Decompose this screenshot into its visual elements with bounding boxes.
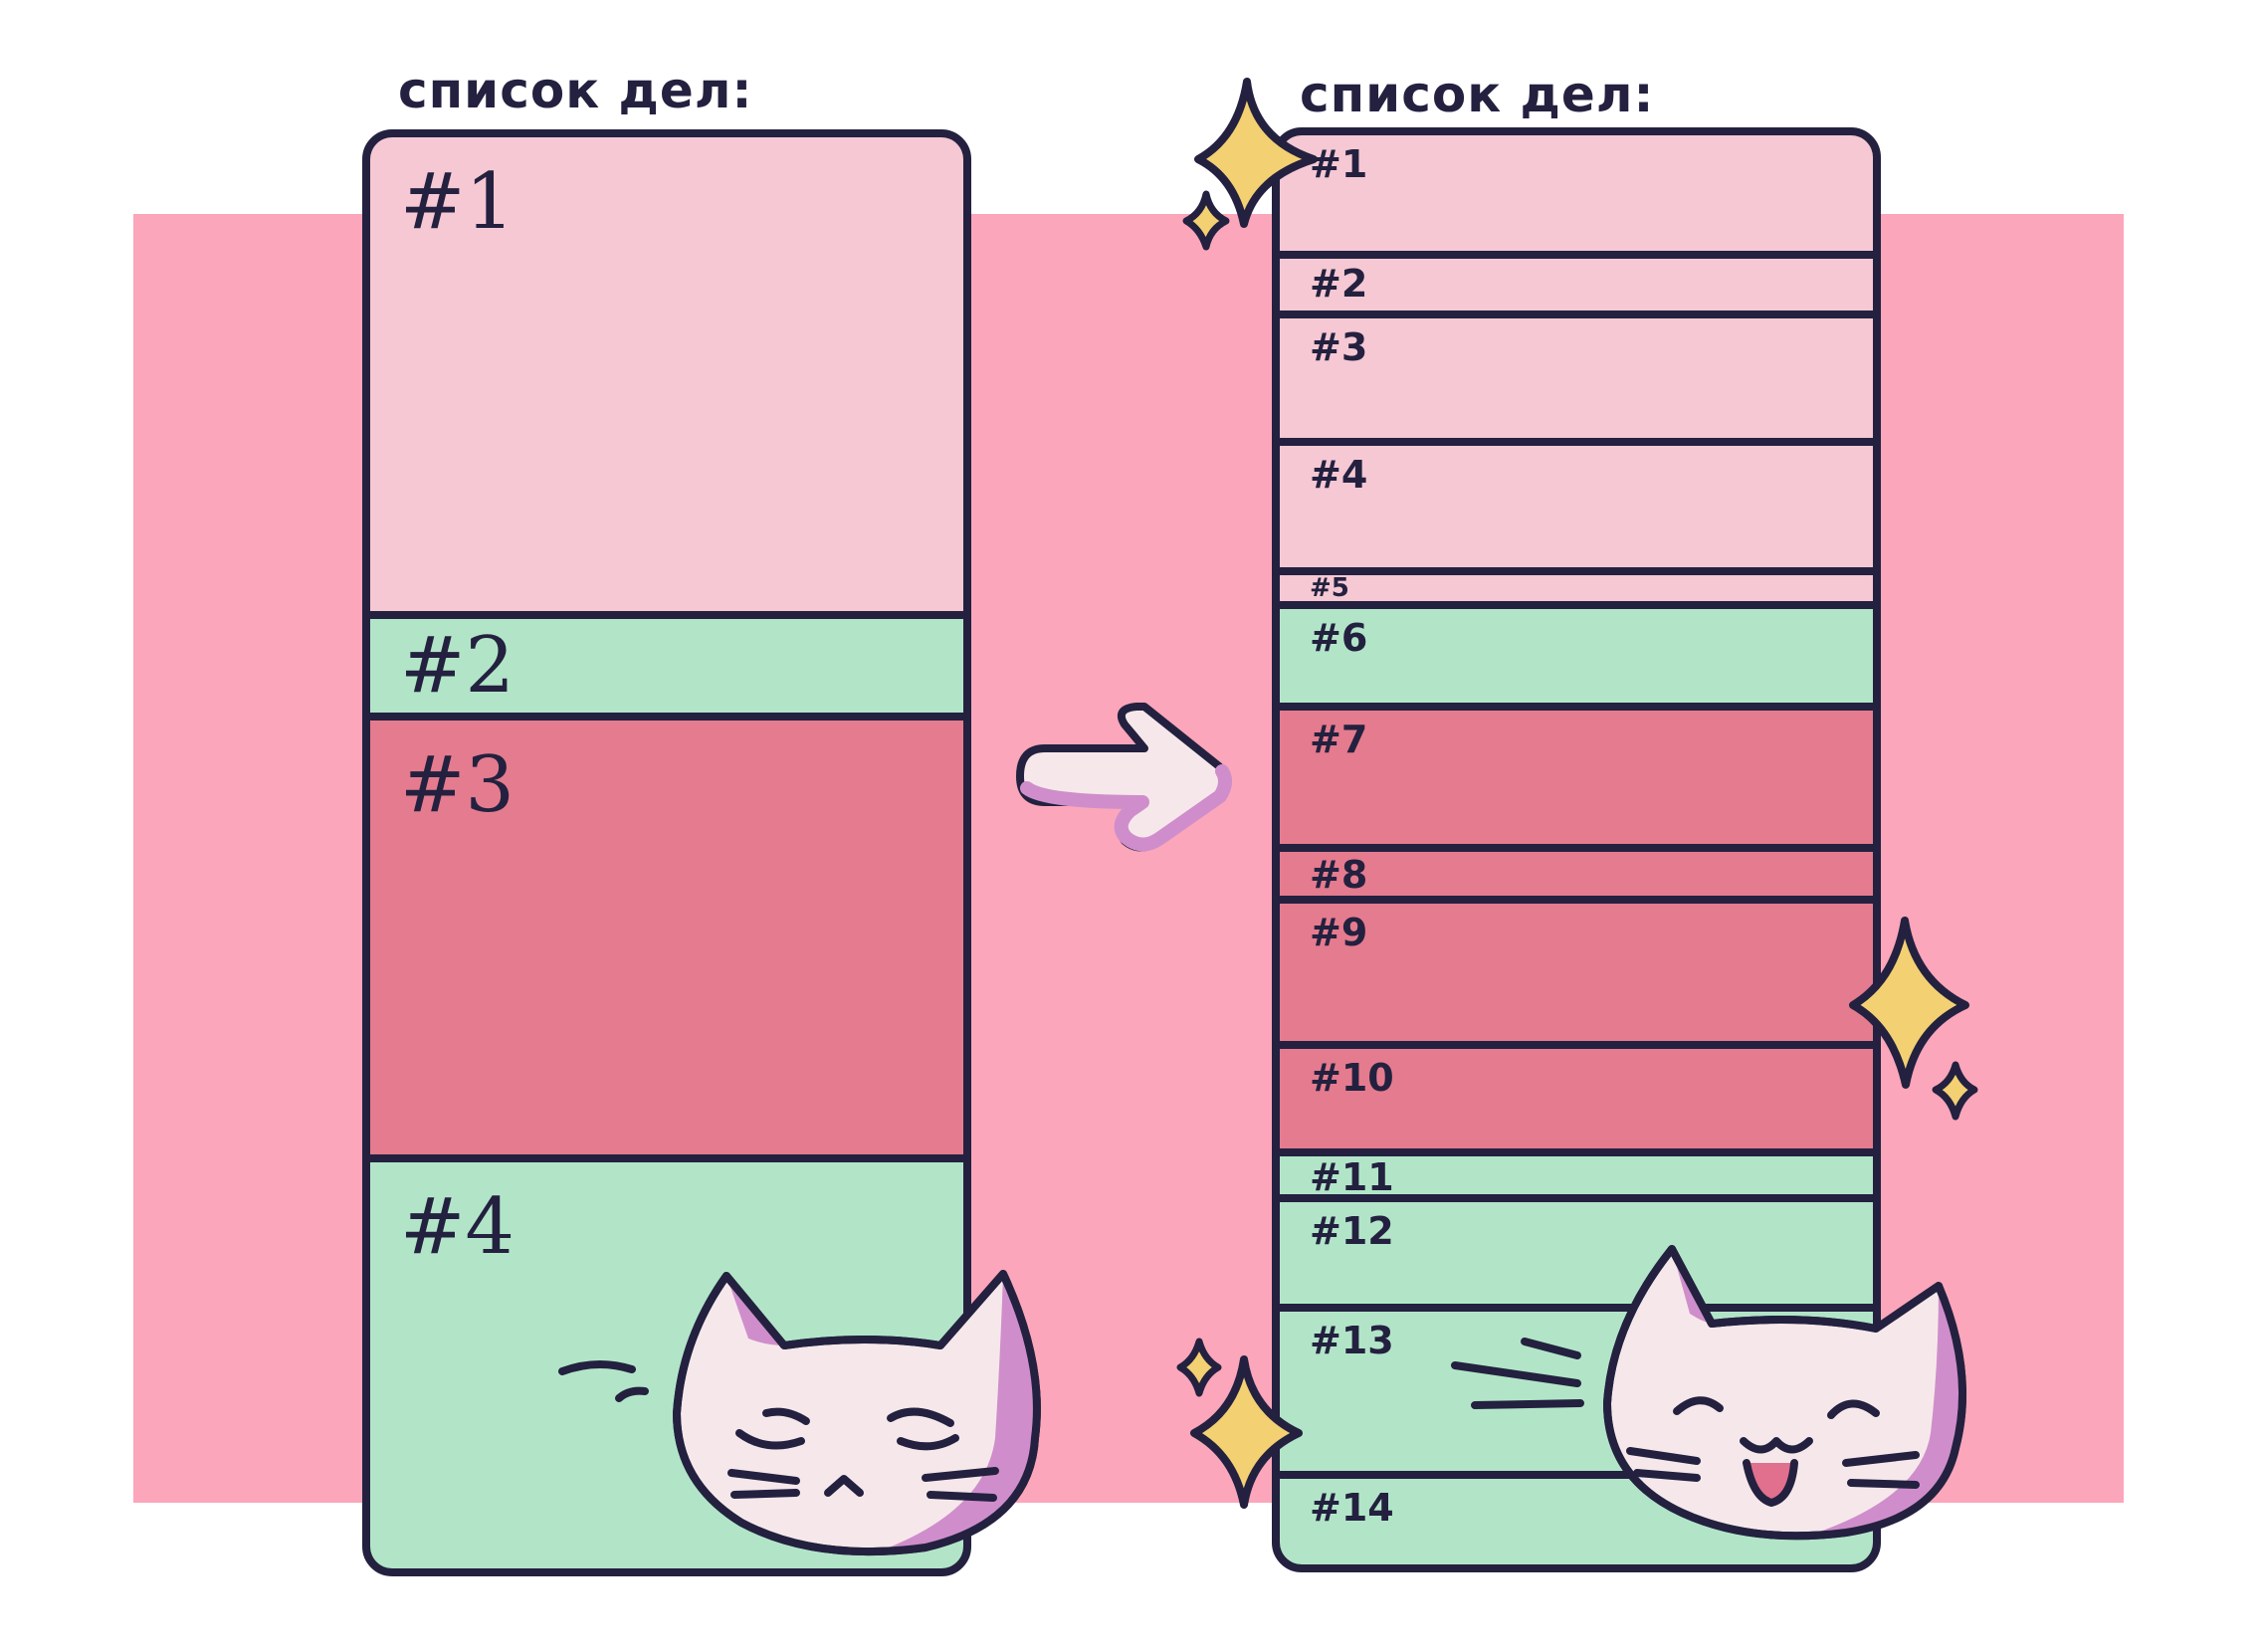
item-label: #14 [1310, 1486, 1394, 1530]
right-list-item-8[interactable]: #8 [1280, 852, 1873, 904]
item-label: #2 [400, 621, 515, 711]
sparkle-icon [1176, 1338, 1222, 1397]
right-list-item-1[interactable]: #1 [1280, 135, 1873, 259]
right-list-item-9[interactable]: #9 [1280, 904, 1873, 1049]
item-label: #9 [1310, 911, 1368, 954]
left-list-item-1[interactable]: #1 [370, 137, 963, 619]
sparkle-icon [1932, 1061, 1978, 1121]
sparkle-icon [1190, 1355, 1303, 1509]
left-list-item-3[interactable]: #3 [370, 721, 963, 1162]
item-label: #5 [1310, 573, 1349, 603]
sparkle-icon [1194, 78, 1318, 228]
item-label: #4 [400, 1182, 515, 1272]
right-list-item-12[interactable]: #12 [1280, 1202, 1873, 1312]
item-label: #4 [1310, 453, 1368, 497]
item-label: #1 [1310, 142, 1368, 186]
item-label: #3 [1310, 325, 1368, 369]
sad-cat-icon [558, 1270, 1041, 1556]
right-list-item-11[interactable]: #11 [1280, 1156, 1873, 1202]
item-label: #10 [1310, 1056, 1394, 1100]
right-list-item-10[interactable]: #10 [1280, 1049, 1873, 1156]
sparkle-icon [1849, 917, 1969, 1089]
happy-cat-icon [1451, 1245, 1967, 1541]
arrow-right-icon [1016, 703, 1232, 852]
sparkle-icon [1182, 190, 1230, 251]
item-label: #8 [1310, 853, 1368, 897]
item-label: #11 [1310, 1155, 1394, 1199]
item-label: #7 [1310, 718, 1368, 761]
item-label: #2 [1310, 262, 1368, 306]
item-label: #6 [1310, 616, 1368, 660]
right-list-title: список дел: [1300, 66, 1655, 123]
item-label: #12 [1310, 1209, 1394, 1253]
item-label: #13 [1310, 1319, 1394, 1362]
right-list-item-3[interactable]: #3 [1280, 318, 1873, 446]
item-label: #1 [400, 157, 515, 247]
right-list-item-5[interactable]: #5 [1280, 575, 1873, 609]
item-label: #3 [400, 740, 515, 830]
right-list-item-2[interactable]: #2 [1280, 259, 1873, 318]
right-list-item-7[interactable]: #7 [1280, 711, 1873, 852]
right-list-item-4[interactable]: #4 [1280, 446, 1873, 575]
left-list-item-2[interactable]: #2 [370, 619, 963, 721]
left-list-title: список дел: [398, 62, 753, 119]
left-todo-list: #1 #2 #3 #4 [362, 129, 971, 1576]
right-list-item-6[interactable]: #6 [1280, 609, 1873, 711]
